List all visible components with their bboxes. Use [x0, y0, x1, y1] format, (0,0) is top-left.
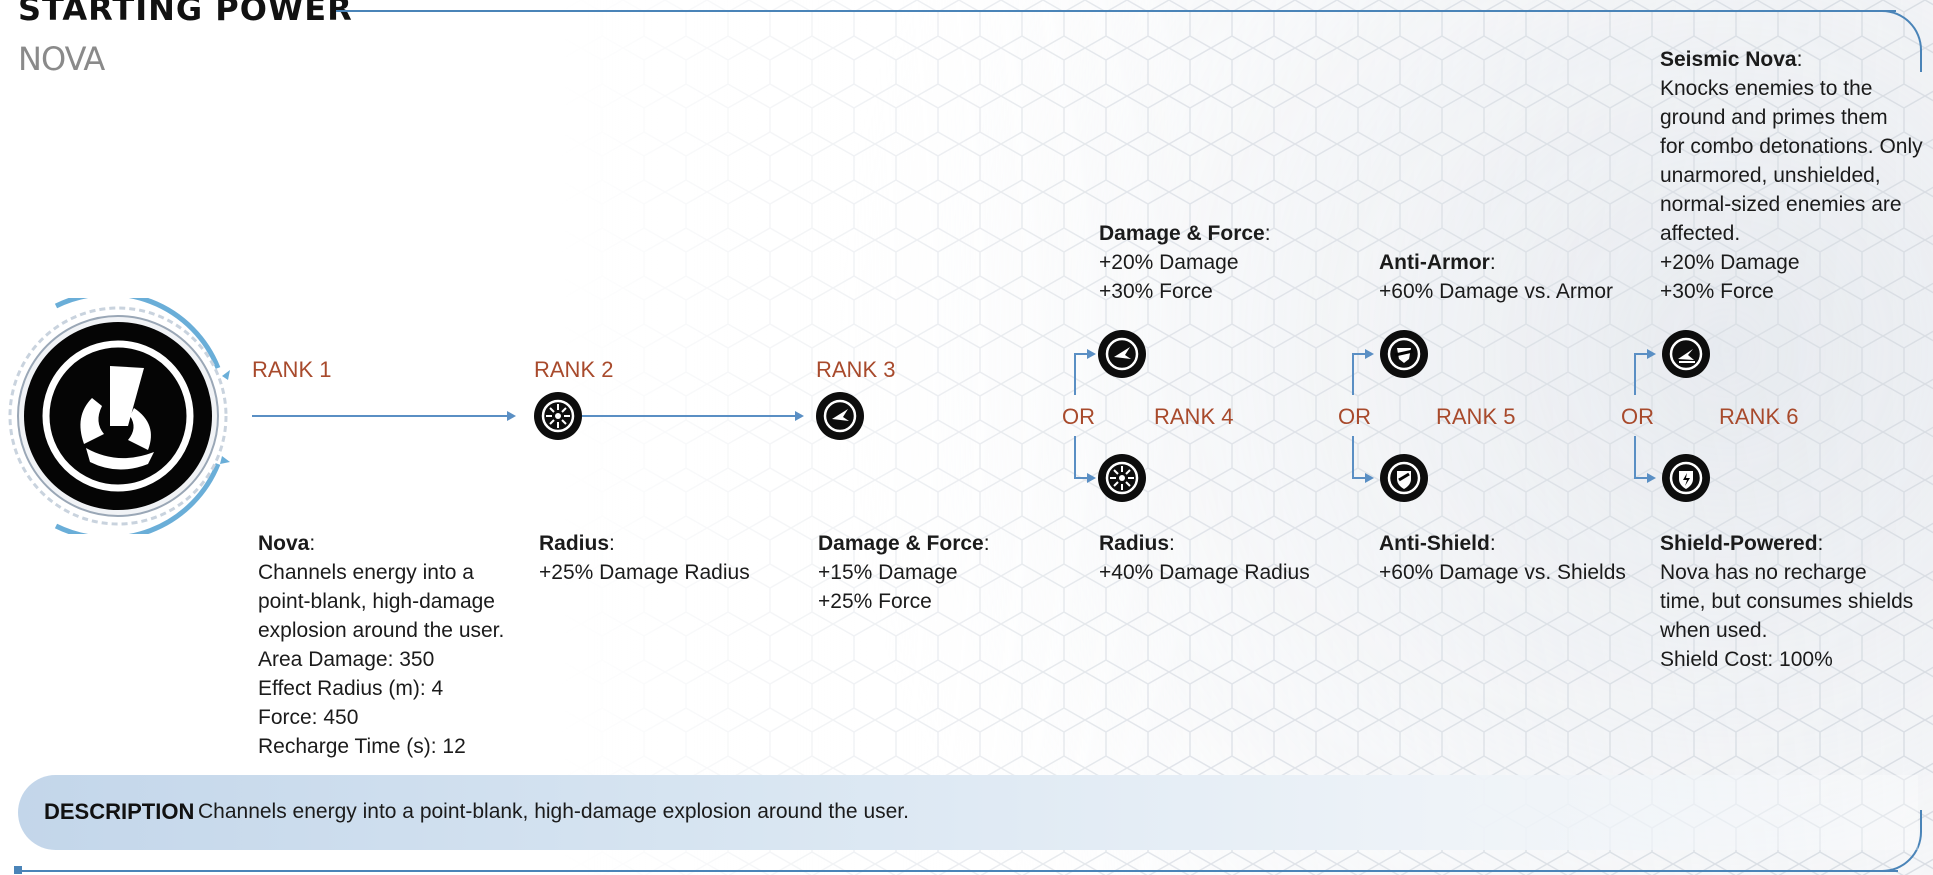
hex-pattern: [560, 0, 1933, 875]
rank-5-bottom-heading: Anti-Shield: [1379, 532, 1490, 555]
rank-6-bottom-line: time, but consumes shields: [1660, 590, 1914, 613]
rank-1-line: Recharge Time (s): 12: [258, 735, 466, 758]
rank-1-line: Effect Radius (m): 4: [258, 677, 444, 700]
rank-1-line: Channels energy into a: [258, 561, 474, 584]
rank-6-top-line: +20% Damage: [1660, 251, 1800, 274]
rank-6-bottom-line: when used.: [1660, 619, 1768, 642]
rank-4-radius-icon[interactable]: [1098, 454, 1146, 502]
rank-4-bottom-line: +40% Damage Radius: [1099, 561, 1310, 584]
rank-6-label: RANK 6: [1719, 404, 1799, 429]
rank-4-branch-bottom: [1074, 477, 1088, 479]
rank-2-details: Radius: +25% Damage Radius: [539, 529, 750, 587]
rank-2-radius-icon[interactable]: [534, 392, 582, 440]
rank-1-line: Area Damage: 350: [258, 648, 435, 671]
rank-2-heading: Radius: [539, 532, 610, 555]
rank-6-or: OR: [1621, 404, 1654, 429]
rank-5-anti-armor-icon[interactable]: [1380, 330, 1428, 378]
rank-4-branch-up: [1074, 353, 1076, 395]
rank-6-shield-powered-icon[interactable]: [1662, 454, 1710, 502]
arrow-rank3: [795, 411, 804, 421]
arrow-rank6-top: [1647, 349, 1656, 359]
rank-1-details: Nova: Channels energy into a point-blank…: [258, 529, 504, 761]
rank-5-or: OR: [1338, 404, 1371, 429]
rank-4-label: RANK 4: [1154, 404, 1234, 429]
rank-3-line: +25% Force: [818, 590, 932, 613]
description-bar: [18, 775, 1918, 850]
rank-6-top-details: Seismic Nova: Knocks enemies to the grou…: [1660, 45, 1923, 306]
rank-6-bottom-heading: Shield-Powered: [1660, 532, 1818, 555]
rank-5-branch-up: [1352, 353, 1354, 395]
arrow-rank2: [507, 411, 516, 421]
rank-3-line: +15% Damage: [818, 561, 958, 584]
rank-5-branch-down: [1352, 436, 1354, 478]
rank-1-heading: Nova: [258, 532, 310, 555]
arrow-rank4-top: [1087, 349, 1096, 359]
arrow-rank6-bottom: [1647, 473, 1656, 483]
rank-5-bottom-details: Anti-Shield: +60% Damage vs. Shields: [1379, 529, 1626, 587]
rank-6-branch-down: [1634, 436, 1636, 478]
rank-5-branch-bottom: [1352, 477, 1366, 479]
rank-6-top-line: unarmored, unshielded,: [1660, 164, 1881, 187]
rank-6-branch-bottom: [1634, 477, 1648, 479]
connector-rank1-rank2: [252, 415, 508, 417]
rank-6-top-line: for combo detonations. Only: [1660, 135, 1923, 158]
rank-1-label: RANK 1: [252, 357, 332, 382]
top-corner: [1860, 10, 1922, 72]
rank-5-top-line: +60% Damage vs. Armor: [1379, 280, 1614, 303]
rank-4-top-line: +30% Force: [1099, 280, 1213, 303]
rank-6-top-line: normal-sized enemies are: [1660, 193, 1902, 216]
rank-5-anti-shield-icon[interactable]: [1380, 454, 1428, 502]
rank-4-top-heading: Damage & Force: [1099, 222, 1265, 245]
arrow-rank5-bottom: [1365, 473, 1374, 483]
rank-3-heading: Damage & Force: [818, 532, 984, 555]
arrow-rank5-top: [1365, 349, 1374, 359]
rank-6-bottom-line: Nova has no recharge: [1660, 561, 1867, 584]
rank-4-branch-down: [1074, 436, 1076, 478]
rank-4-or: OR: [1062, 404, 1095, 429]
rank-6-bottom-details: Shield-Powered: Nova has no recharge tim…: [1660, 529, 1913, 674]
rank-4-top-details: Damage & Force: +20% Damage +30% Force: [1099, 219, 1271, 306]
rank-6-top-line: Knocks enemies to the: [1660, 77, 1873, 100]
rank-1-line: explosion around the user.: [258, 619, 505, 642]
description-text: Channels energy into a point-blank, high…: [198, 800, 909, 823]
rank-6-top-heading: Seismic Nova: [1660, 48, 1797, 71]
rank-6-branch-top: [1634, 353, 1648, 355]
top-divider: [336, 10, 1896, 12]
power-name: NOVA: [18, 40, 105, 78]
rank-4-branch-top: [1074, 353, 1088, 355]
nova-power-icon[interactable]: [8, 291, 230, 541]
rank-6-top-line: affected.: [1660, 222, 1741, 245]
rank-1-line: point-blank, high-damage: [258, 590, 495, 613]
rank-6-top-line: +30% Force: [1660, 280, 1774, 303]
rank-6-branch-up: [1634, 353, 1636, 395]
rank-6-bottom-line: Shield Cost: 100%: [1660, 648, 1833, 671]
description-label: DESCRIPTION: [44, 799, 195, 824]
rank-5-branch-top: [1352, 353, 1366, 355]
arrow-rank4-bottom: [1087, 473, 1096, 483]
bottom-divider: [18, 870, 1898, 872]
rank-5-label: RANK 5: [1436, 404, 1516, 429]
rank-1-line: Force: 450: [258, 706, 359, 729]
rank-3-label: RANK 3: [816, 357, 896, 382]
rank-6-top-line: ground and primes them: [1660, 106, 1888, 129]
rank-5-bottom-line: +60% Damage vs. Shields: [1379, 561, 1626, 584]
bottom-marker: [14, 866, 22, 874]
rank-4-damage-force-icon[interactable]: [1098, 330, 1146, 378]
rank-2-line: +25% Damage Radius: [539, 561, 750, 584]
rank-4-top-line: +20% Damage: [1099, 251, 1239, 274]
rank-3-damage-force-icon[interactable]: [816, 392, 864, 440]
rank-5-top-details: Anti-Armor: +60% Damage vs. Armor: [1379, 248, 1613, 306]
rank-4-bottom-details: Radius: +40% Damage Radius: [1099, 529, 1310, 587]
rank-4-bottom-heading: Radius: [1099, 532, 1170, 555]
rank-3-details: Damage & Force: +15% Damage +25% Force: [818, 529, 990, 616]
rank-2-label: RANK 2: [534, 357, 614, 382]
connector-rank2-rank3: [582, 415, 796, 417]
hex-background: [560, 0, 1933, 875]
rank-6-seismic-nova-icon[interactable]: [1662, 330, 1710, 378]
page-title: STARTING POWER: [18, 0, 353, 28]
rank-5-top-heading: Anti-Armor: [1379, 251, 1490, 274]
